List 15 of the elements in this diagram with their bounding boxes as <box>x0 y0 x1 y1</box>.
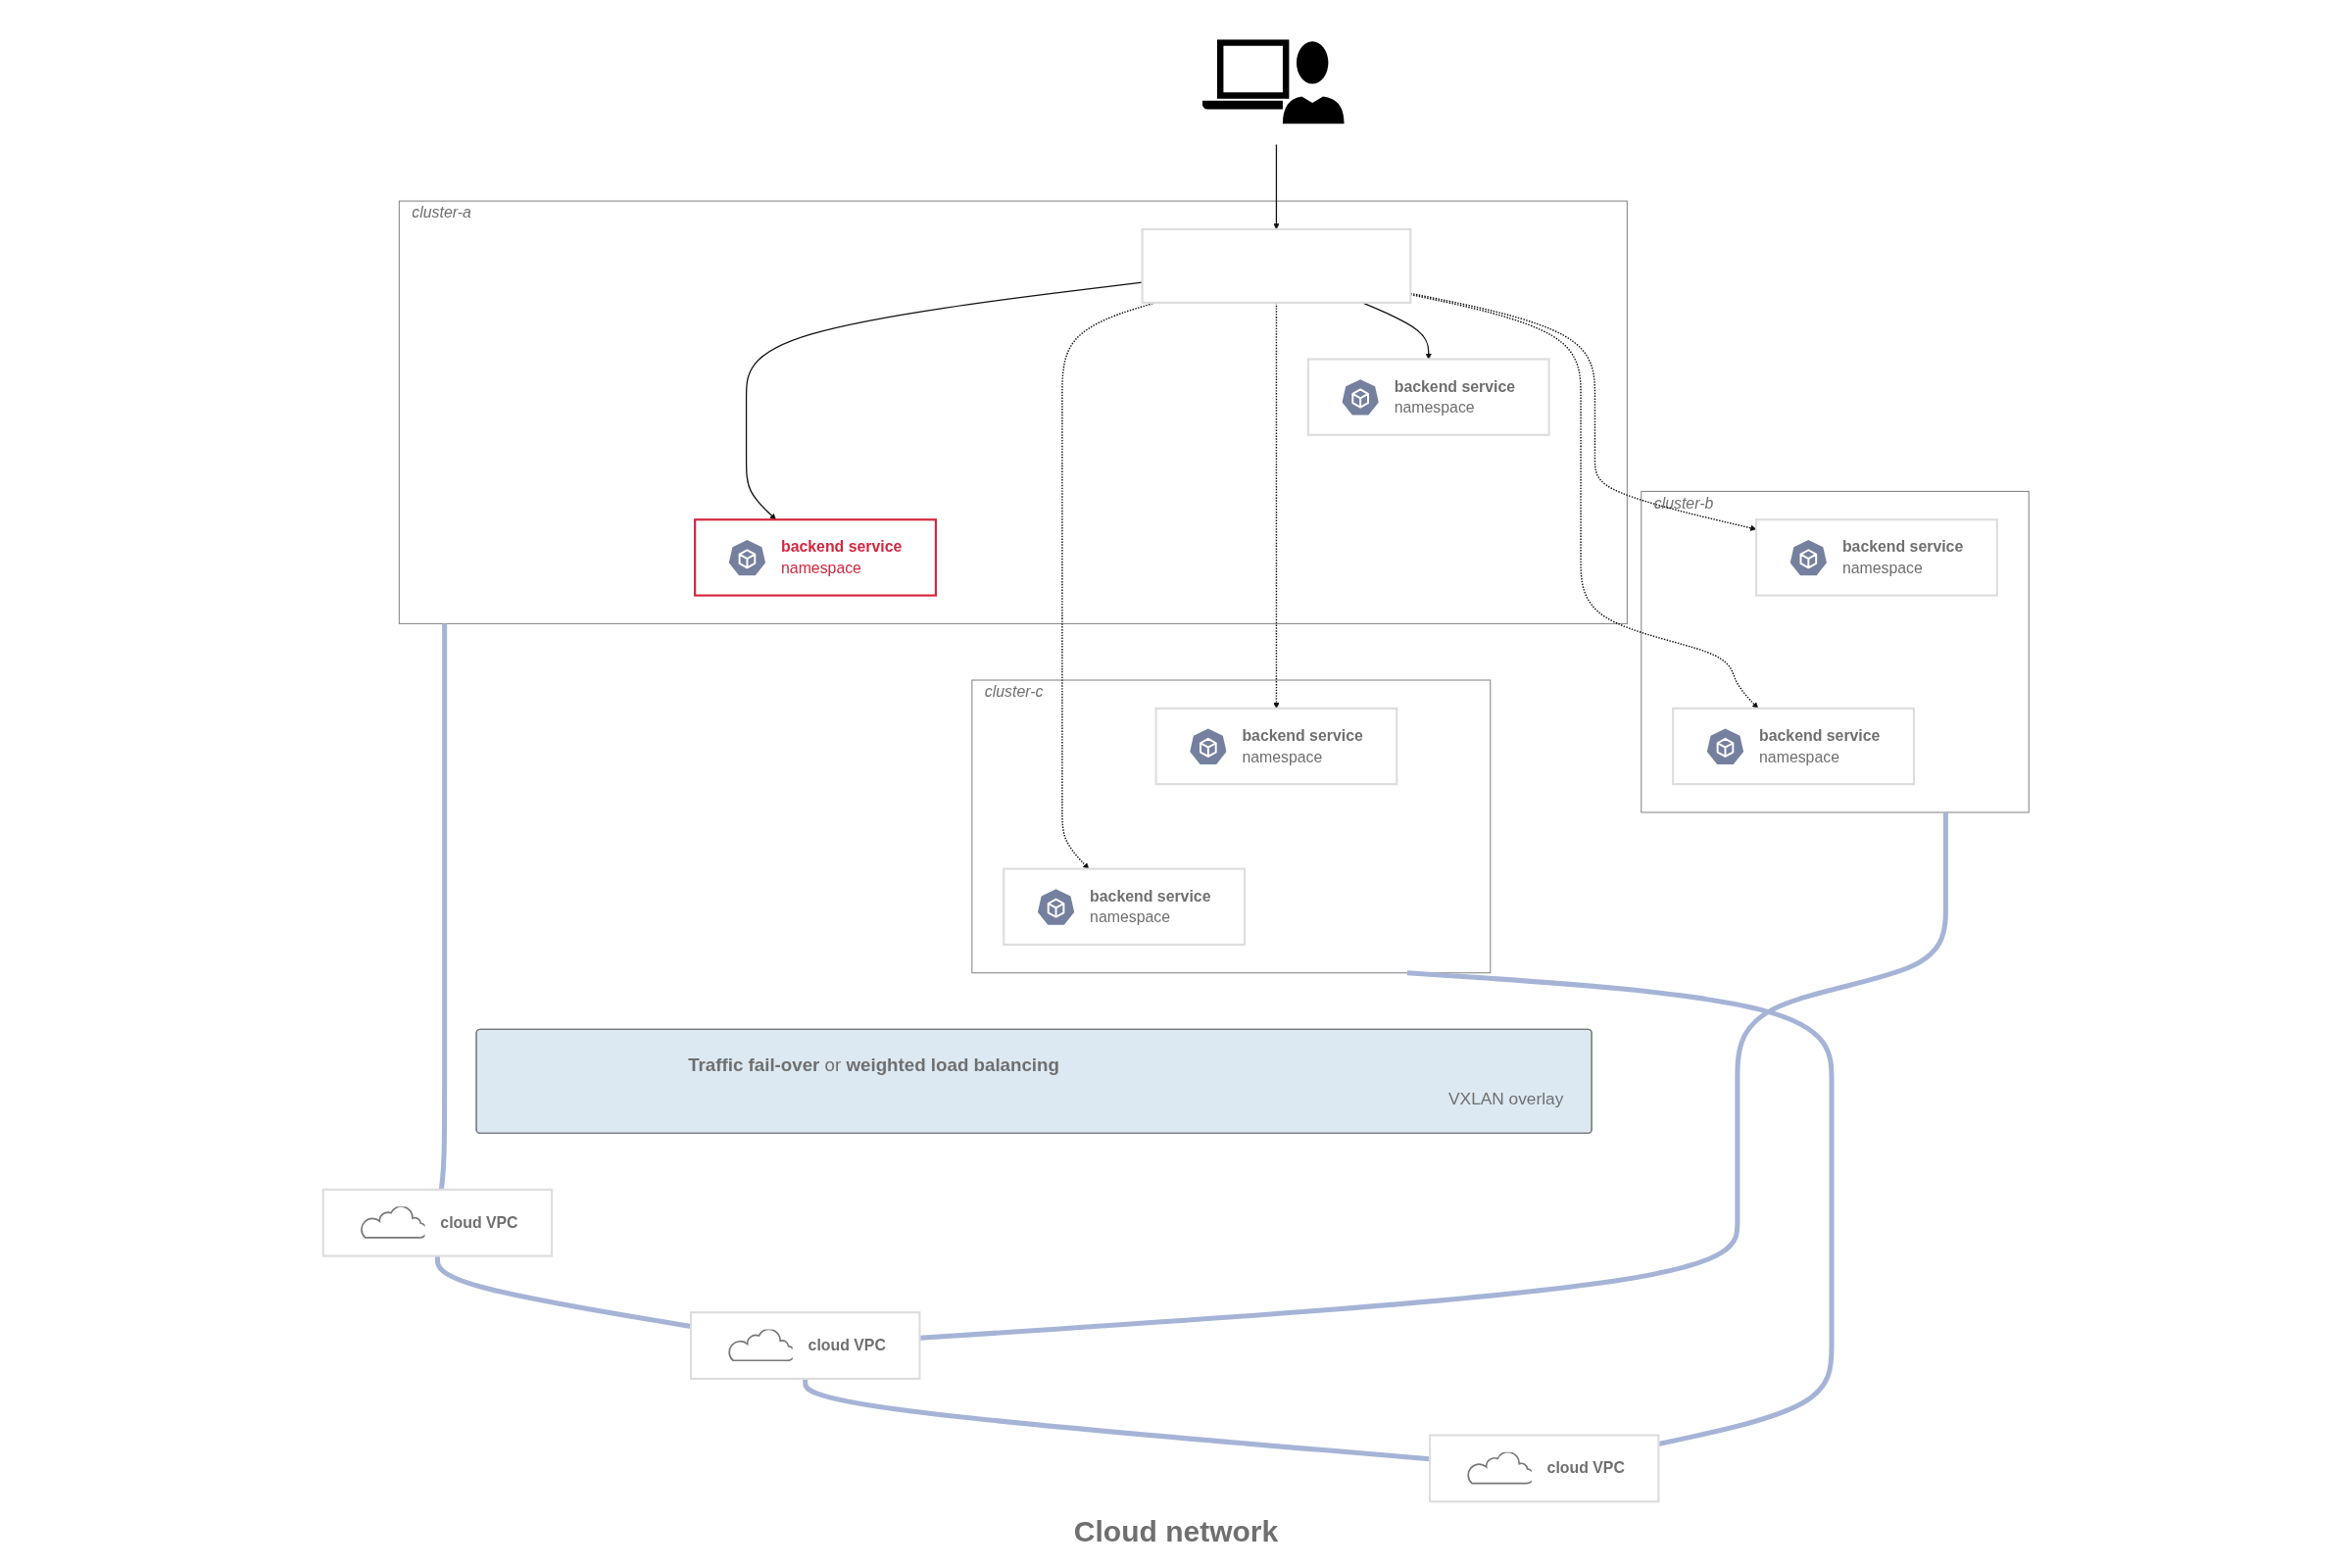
node-box: backend service namespace <box>1154 707 1398 786</box>
node-box <box>1141 227 1412 304</box>
connector <box>434 1255 692 1330</box>
connector <box>1406 970 1835 1446</box>
connector <box>803 1378 1431 1462</box>
node-box: cloud VPC <box>689 1311 921 1380</box>
node-box: backend service namespace <box>1003 867 1247 947</box>
node-box: backend service namespace <box>694 518 937 597</box>
node-box: cloud VPC <box>321 1188 554 1257</box>
node-box: backend service namespace <box>1306 358 1550 436</box>
connector <box>919 811 1948 1341</box>
network-label: Cloud network <box>1073 1515 1279 1548</box>
node-box: backend service namespace <box>1672 707 1916 786</box>
node-box: cloud VPC <box>1428 1434 1660 1503</box>
node-box: backend service namespace <box>1754 518 1998 597</box>
